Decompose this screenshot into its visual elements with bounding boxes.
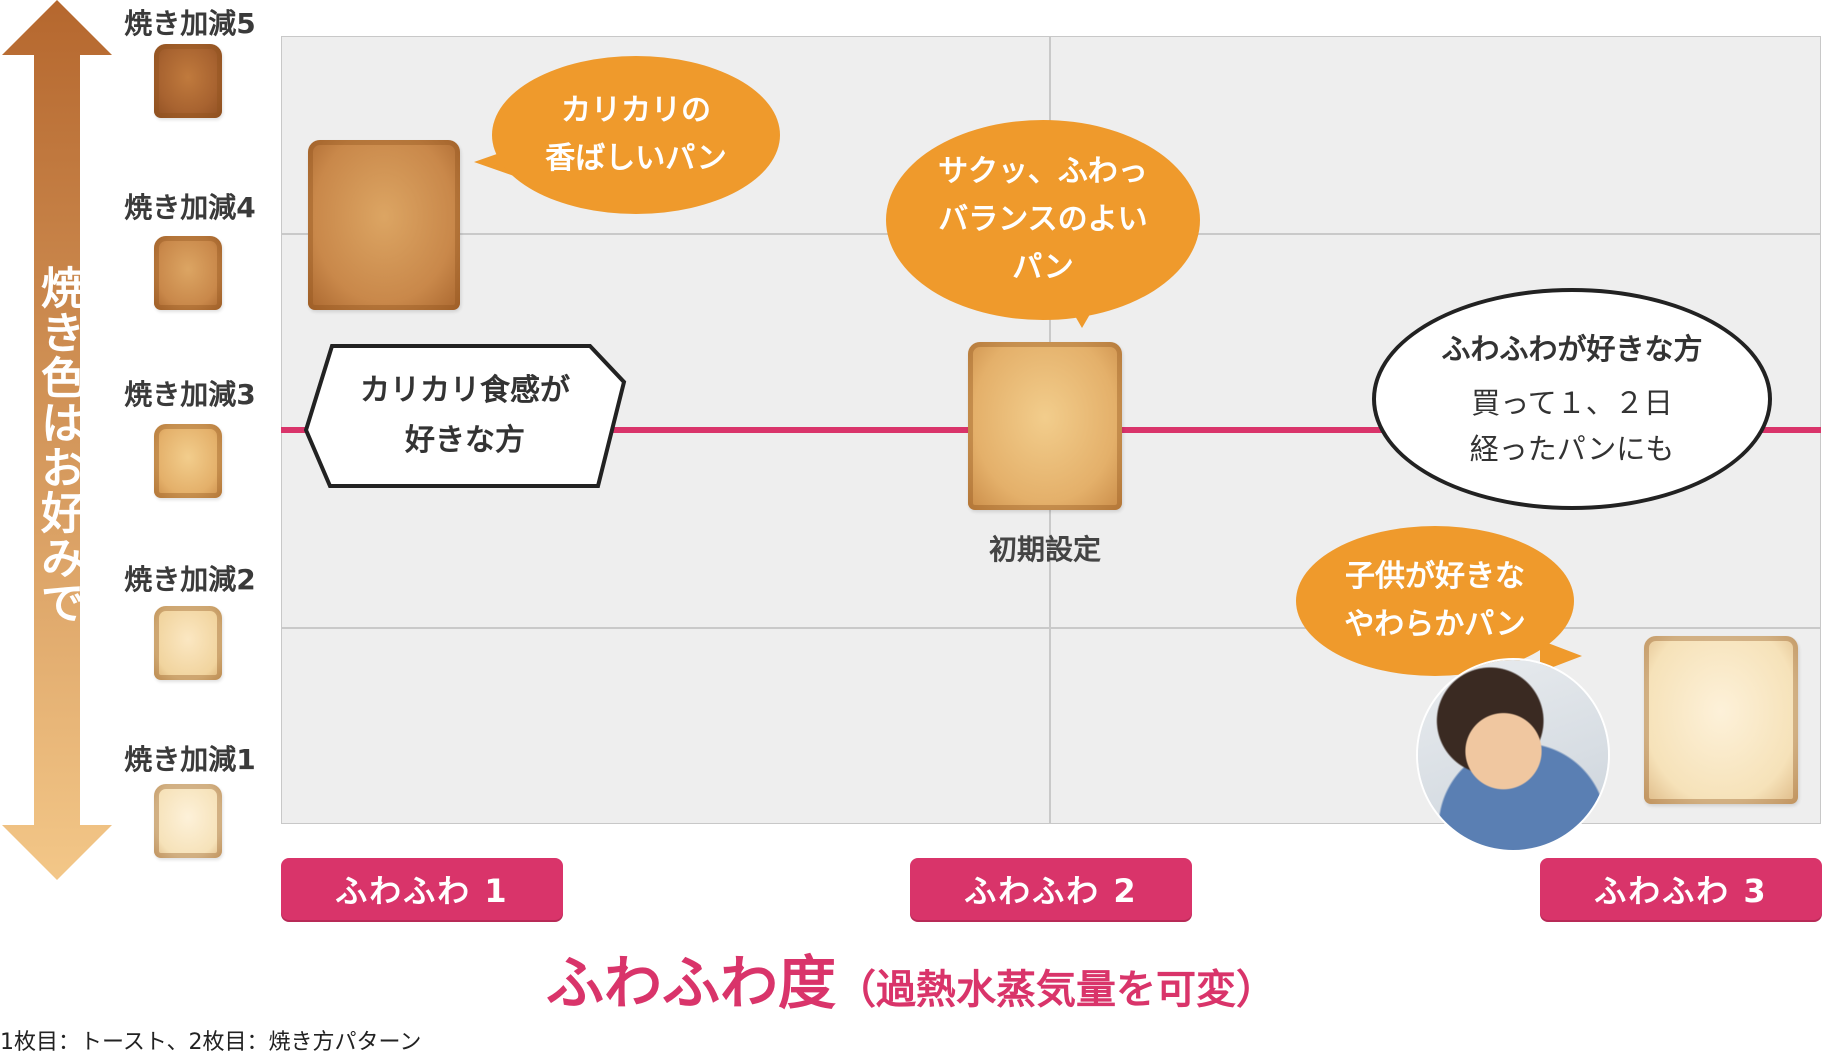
fluffy-fan-bubble: ふわふわが好きな方 買って１、２日 経ったパンにも	[1372, 288, 1772, 510]
bubble-crispy: カリカリの 香ばしいパン	[492, 56, 780, 214]
level-5-label: 焼き加減5	[124, 7, 256, 40]
toast-level-3	[154, 424, 222, 498]
fluffy-fan-body: 買って１、２日 経ったパンにも	[1469, 386, 1675, 466]
fluffiness-3-label: ふわふわ 3	[1540, 858, 1822, 920]
default-setting-label: 初期設定	[988, 533, 1101, 566]
fluffiness-1-label: ふわふわ 1	[281, 858, 563, 920]
axis-title-main: ふわふわ度	[545, 949, 836, 1017]
fluffiness-axis-title: ふわふわ度（過熱水蒸気量を可変）	[0, 936, 1822, 1020]
crispy-fan-shape	[303, 344, 627, 488]
toast-level-4	[154, 236, 222, 310]
toast-crispy	[308, 140, 460, 310]
toast-level-2	[154, 606, 222, 680]
toast-level-1	[154, 784, 222, 858]
toast-fluffy	[1644, 636, 1798, 804]
browning-axis-label: 焼き色はお好みで	[33, 265, 84, 625]
axis-title-sub: （過熱水蒸気量を可変）	[836, 967, 1276, 1013]
child-eating-toast-photo	[1418, 660, 1608, 850]
level-2-label: 焼き加減2	[124, 563, 256, 596]
image-caption: 1枚目：トースト、2枚目：焼き方パターン	[0, 1030, 422, 1055]
bubble-balanced: サクッ、ふわっ バランスのよい パン	[886, 120, 1200, 320]
grid-line-h2	[282, 627, 1820, 629]
level-4-label: 焼き加減4	[124, 191, 256, 224]
level-3-label: 焼き加減3	[124, 378, 256, 411]
level-1-label: 焼き加減1	[124, 743, 256, 776]
browning-arrow	[2, 0, 112, 880]
toast-default	[968, 342, 1122, 510]
bubble-kids: 子供が好きな やわらかパン	[1296, 526, 1574, 676]
fluffiness-2-label: ふわふわ 2	[910, 858, 1192, 920]
toast-level-5	[154, 44, 222, 118]
crispy-fan-text: カリカリ食感が 好きな方	[360, 373, 570, 458]
fluffy-fan-title: ふわふわが好きな方	[1441, 332, 1703, 366]
